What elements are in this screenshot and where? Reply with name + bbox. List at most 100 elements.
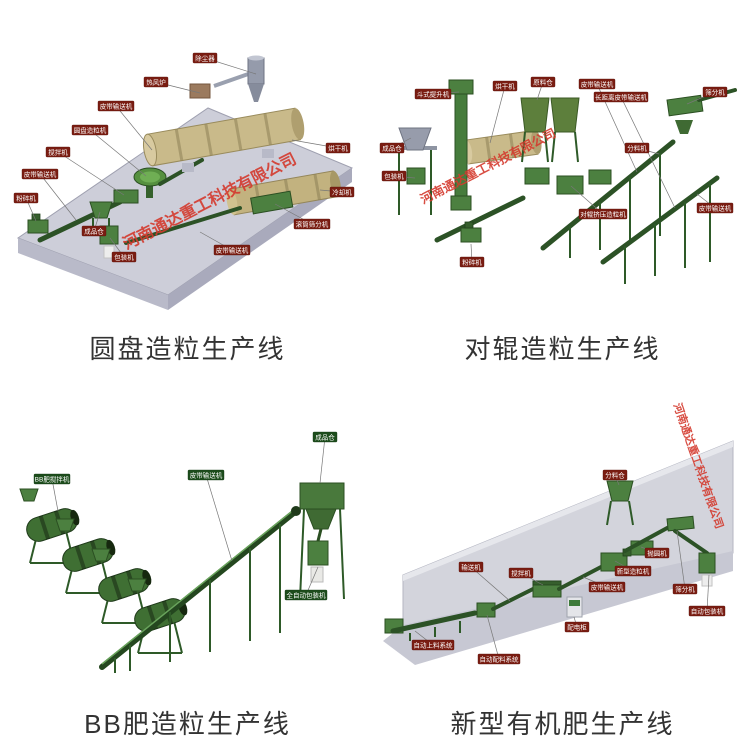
belt-conveyor <box>673 529 709 555</box>
equipment-callout: 输送机 <box>458 561 511 602</box>
illustration-organic-fertilizer: 河南通达重工科技有限公司 输送机 搅拌机 自动上料系统 自动配料系统 配电柜 皮… <box>383 401 734 665</box>
belt-conveyor <box>623 525 671 553</box>
equipment-callout: 圆盘造粒机 <box>71 124 147 177</box>
equipment-callout: 自动配料系统 <box>477 614 521 665</box>
equipment-callout: 皮带输送机 <box>696 193 734 214</box>
caption-organic-fertilizer-line: 新型有机肥生产线 <box>450 709 675 739</box>
svg-text:长距离皮带输送机: 长距离皮带输送机 <box>595 92 648 101</box>
svg-text:输送机: 输送机 <box>461 562 481 571</box>
svg-text:粉碎机: 粉碎机 <box>16 193 36 202</box>
svg-text:分料机: 分料机 <box>627 143 647 152</box>
equipment-callout: 粉碎机 <box>13 192 39 222</box>
svg-text:包装机: 包装机 <box>114 252 134 261</box>
raw-material-bins <box>520 97 580 163</box>
svg-text:自动配料系统: 自动配料系统 <box>480 654 520 663</box>
finished-product-bin <box>299 482 345 600</box>
screening-machine <box>666 515 695 532</box>
background-wall <box>383 440 734 665</box>
hot-air-furnace <box>189 83 211 99</box>
svg-text:圆盘造粒机: 圆盘造粒机 <box>74 125 107 134</box>
chain-conveyor <box>434 195 526 243</box>
product-panel-roller-granulation: 河南通达重工科技有限公司 成品仓 包装机 斗式提升机 烘干机 原料仓 皮带输送机… <box>375 0 750 375</box>
svg-text:成品仓: 成品仓 <box>84 226 104 235</box>
equipment-callout: 搅拌机 <box>508 567 544 586</box>
belt-conveyor <box>491 587 535 611</box>
belt-conveyor <box>557 565 603 591</box>
bucket-elevator <box>448 79 474 211</box>
equipment-callout: 配电柜 <box>564 616 590 633</box>
svg-text:筛分机: 筛分机 <box>675 584 695 593</box>
equipment-callout: 烘干机 <box>291 139 351 154</box>
roller-granulator <box>524 167 550 185</box>
distribution-bin <box>606 480 634 526</box>
svg-text:滚筒筛分机: 滚筒筛分机 <box>296 219 329 228</box>
caption-disc-granulation-line: 圆盘造粒生产线 <box>89 334 286 364</box>
svg-text:抛圆机: 抛圆机 <box>647 548 667 557</box>
equipment-callout: 成品仓 <box>379 137 412 154</box>
equipment-callout: 分料仓 <box>602 469 628 486</box>
equipment-callout: 皮带输送机 <box>97 100 153 151</box>
svg-text:配电柜: 配电柜 <box>567 622 587 631</box>
svg-text:热风炉: 热风炉 <box>146 77 166 86</box>
svg-text:成品仓: 成品仓 <box>382 143 402 152</box>
product-panel-disc-granulation: 河南通达重工科技有限公司 除尘器 热风炉 皮带输送机 圆盘造粒机 搅拌机 皮带输… <box>0 0 375 375</box>
packing-machine <box>698 552 716 587</box>
svg-text:皮带输送机: 皮带输送机 <box>581 79 614 88</box>
mixer <box>113 189 139 204</box>
svg-text:除尘器: 除尘器 <box>195 53 215 62</box>
equipment-callout: 粉碎机 <box>459 243 485 268</box>
equipment-callout: 滚筒筛分机 <box>274 203 331 230</box>
svg-text:皮带输送机: 皮带输送机 <box>699 203 732 212</box>
equipment-callout: 包装机 <box>109 237 137 263</box>
equipment-callout: 抛圆机 <box>640 546 670 559</box>
caption-bb-fertilizer-line: BB肥造粒生产线 <box>84 709 291 739</box>
bagging-machine <box>307 528 329 583</box>
product-panel-bb-fertilizer: BB肥搅拌机 皮带输送机 成品仓 全自动包装机 BB肥造粒生产线 <box>0 375 375 750</box>
equipment-callout: 分料机 <box>624 142 660 155</box>
svg-text:烘干机: 烘干机 <box>495 81 515 90</box>
svg-text:BB肥搅拌机: BB肥搅拌机 <box>35 474 70 483</box>
product-panel-organic-fertilizer: 河南通达重工科技有限公司 输送机 搅拌机 自动上料系统 自动配料系统 配电柜 皮… <box>375 375 750 750</box>
equipment-callout: 筛分机 <box>672 530 698 595</box>
equipment-callout: 斗式提升机 <box>414 88 460 100</box>
illustration-disc-granulation: 河南通达重工科技有限公司 除尘器 热风炉 皮带输送机 圆盘造粒机 搅拌机 皮带输… <box>13 52 355 310</box>
svg-text:自动包装机: 自动包装机 <box>691 606 724 615</box>
equipment-callout: 冷却机 <box>319 186 355 198</box>
control-cabinet <box>566 596 583 618</box>
svg-text:对辊挤压造粒机: 对辊挤压造粒机 <box>580 209 626 218</box>
crusher <box>460 221 482 243</box>
svg-text:皮带输送机: 皮带输送机 <box>24 169 57 178</box>
disc-granulator <box>133 167 167 198</box>
equipment-callout: 皮带输送机 <box>187 469 233 562</box>
automatic-feeder <box>384 610 478 641</box>
mixer <box>588 169 612 185</box>
svg-text:搅拌机: 搅拌机 <box>511 568 531 577</box>
equipment-callout: 烘干机 <box>489 80 518 144</box>
svg-text:新型造粒机: 新型造粒机 <box>617 566 650 575</box>
equipment-callout: 热风炉 <box>143 76 201 94</box>
rotary-dryer <box>142 107 305 167</box>
svg-text:包装机: 包装机 <box>384 171 404 180</box>
equipment-callout: 成品仓 <box>81 211 107 237</box>
belt-conveyor-long-1 <box>540 139 676 258</box>
dryer-support-block <box>182 163 194 172</box>
drum-mixer <box>91 548 152 624</box>
belt-conveyor-2 <box>158 158 204 186</box>
equipment-callout: 除尘器 <box>192 52 257 75</box>
equipment-callout: 筛分机 <box>686 86 728 105</box>
svg-text:粉碎机: 粉碎机 <box>462 257 482 266</box>
svg-text:全自动包装机: 全自动包装机 <box>287 590 327 599</box>
crusher <box>27 213 49 234</box>
product-bin-frame <box>395 127 437 215</box>
cyclone-dust-collector <box>213 55 265 102</box>
equipment-callout: 皮带输送机 <box>582 576 626 593</box>
equipment-callout: BB肥搅拌机 <box>33 473 71 512</box>
illustration-bb-fertilizer: BB肥搅拌机 皮带输送机 成品仓 全自动包装机 <box>19 431 345 673</box>
equipment-callout: 皮带输送机 <box>578 78 638 173</box>
svg-text:原料仓: 原料仓 <box>533 77 553 86</box>
svg-text:烘干机: 烘干机 <box>328 143 348 152</box>
equipment-callout: 包装机 <box>381 170 416 182</box>
svg-text:成品仓: 成品仓 <box>315 432 335 441</box>
equipment-callout: 搅拌机 <box>45 146 125 196</box>
